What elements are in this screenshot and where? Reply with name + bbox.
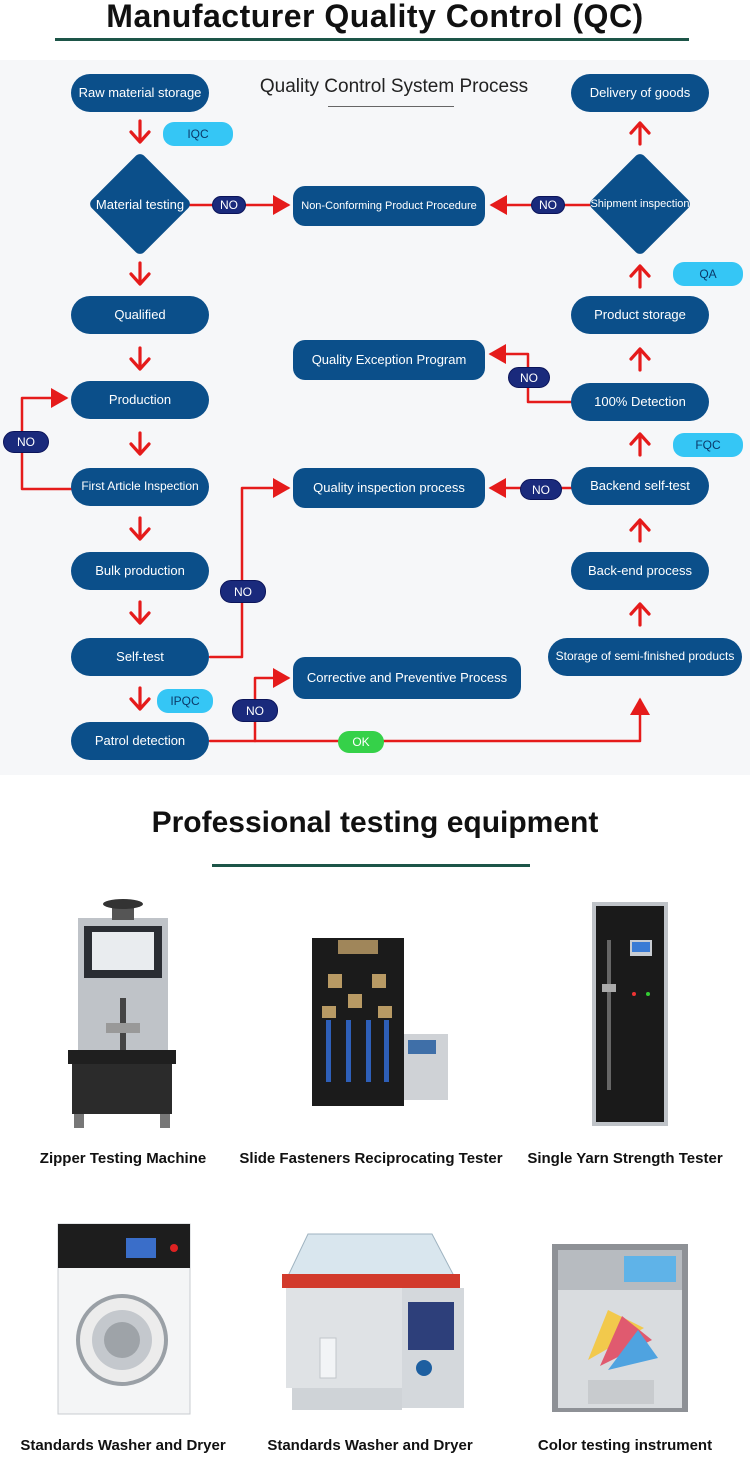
- node-100-detection: 100% Detection: [571, 383, 709, 421]
- caption-single-yarn-strength-tester: Single Yarn Strength Tester: [527, 1150, 723, 1167]
- node-corrective-preventive: Corrective and Preventive Process: [293, 657, 521, 699]
- node-product-storage: Product storage: [571, 296, 709, 334]
- tag-fqc: FQC: [673, 433, 743, 457]
- tag-no-shipment: NO: [531, 196, 565, 214]
- node-production: Production: [71, 381, 209, 419]
- tag-no-patrol: NO: [232, 699, 278, 722]
- node-storage-semi-finished: Storage of semi-finished products: [548, 638, 742, 676]
- title-underline: [55, 38, 689, 41]
- standards-washer-image: [57, 1223, 191, 1415]
- node-shipment-inspection: Shipment inspection: [590, 198, 690, 210]
- equipment-title-underline: [212, 864, 530, 867]
- node-non-conforming: Non-Conforming Product Procedure: [293, 186, 485, 226]
- tag-ipqc: IPQC: [157, 689, 213, 713]
- tag-no-detection: NO: [508, 367, 550, 388]
- color-testing-instrument-image: [552, 1244, 688, 1412]
- node-material-testing: Material testing: [95, 196, 185, 212]
- flowchart-title: Quality Control System Process: [259, 76, 529, 97]
- slide-fasteners-tester-image: [312, 938, 448, 1106]
- single-yarn-strength-tester-image: [592, 902, 668, 1126]
- flowchart-title-underline: [328, 106, 454, 107]
- node-patrol-detection: Patrol detection: [71, 722, 209, 760]
- caption-standards-washer: Standards Washer and Dryer: [20, 1437, 226, 1454]
- tag-ok-patrol: OK: [338, 731, 384, 753]
- tag-no-first-article: NO: [3, 431, 49, 453]
- node-quality-inspection: Quality inspection process: [293, 468, 485, 508]
- node-delivery-of-goods: Delivery of goods: [571, 74, 709, 112]
- page-title: Manufacturer Quality Control (QC): [106, 0, 644, 34]
- tag-qa: QA: [673, 262, 743, 286]
- caption-slide-fasteners-tester: Slide Fasteners Reciprocating Tester: [239, 1150, 503, 1167]
- node-back-end-process: Back-end process: [571, 552, 709, 590]
- tag-no-self-test: NO: [220, 580, 266, 603]
- tag-no-material: NO: [212, 196, 246, 214]
- zipper-testing-machine-image: [68, 899, 176, 1128]
- node-first-article-inspection: First Article Inspection: [71, 468, 209, 506]
- node-quality-exception: Quality Exception Program: [293, 340, 485, 380]
- node-raw-material-storage: Raw material storage: [71, 74, 209, 112]
- node-qualified: Qualified: [71, 296, 209, 334]
- equipment-title: Professional testing equipment: [151, 806, 599, 839]
- node-bulk-production: Bulk production: [71, 552, 209, 590]
- caption-color-testing-instrument: Color testing instrument: [537, 1437, 713, 1454]
- node-self-test: Self-test: [71, 638, 209, 676]
- standards-dryer-chamber-image: [282, 1233, 464, 1410]
- tag-iqc: IQC: [163, 122, 233, 146]
- caption-zipper-testing-machine: Zipper Testing Machine: [39, 1150, 207, 1167]
- tag-no-backend: NO: [520, 479, 562, 500]
- node-backend-self-test: Backend self-test: [571, 467, 709, 505]
- caption-standards-dryer: Standards Washer and Dryer: [267, 1437, 473, 1454]
